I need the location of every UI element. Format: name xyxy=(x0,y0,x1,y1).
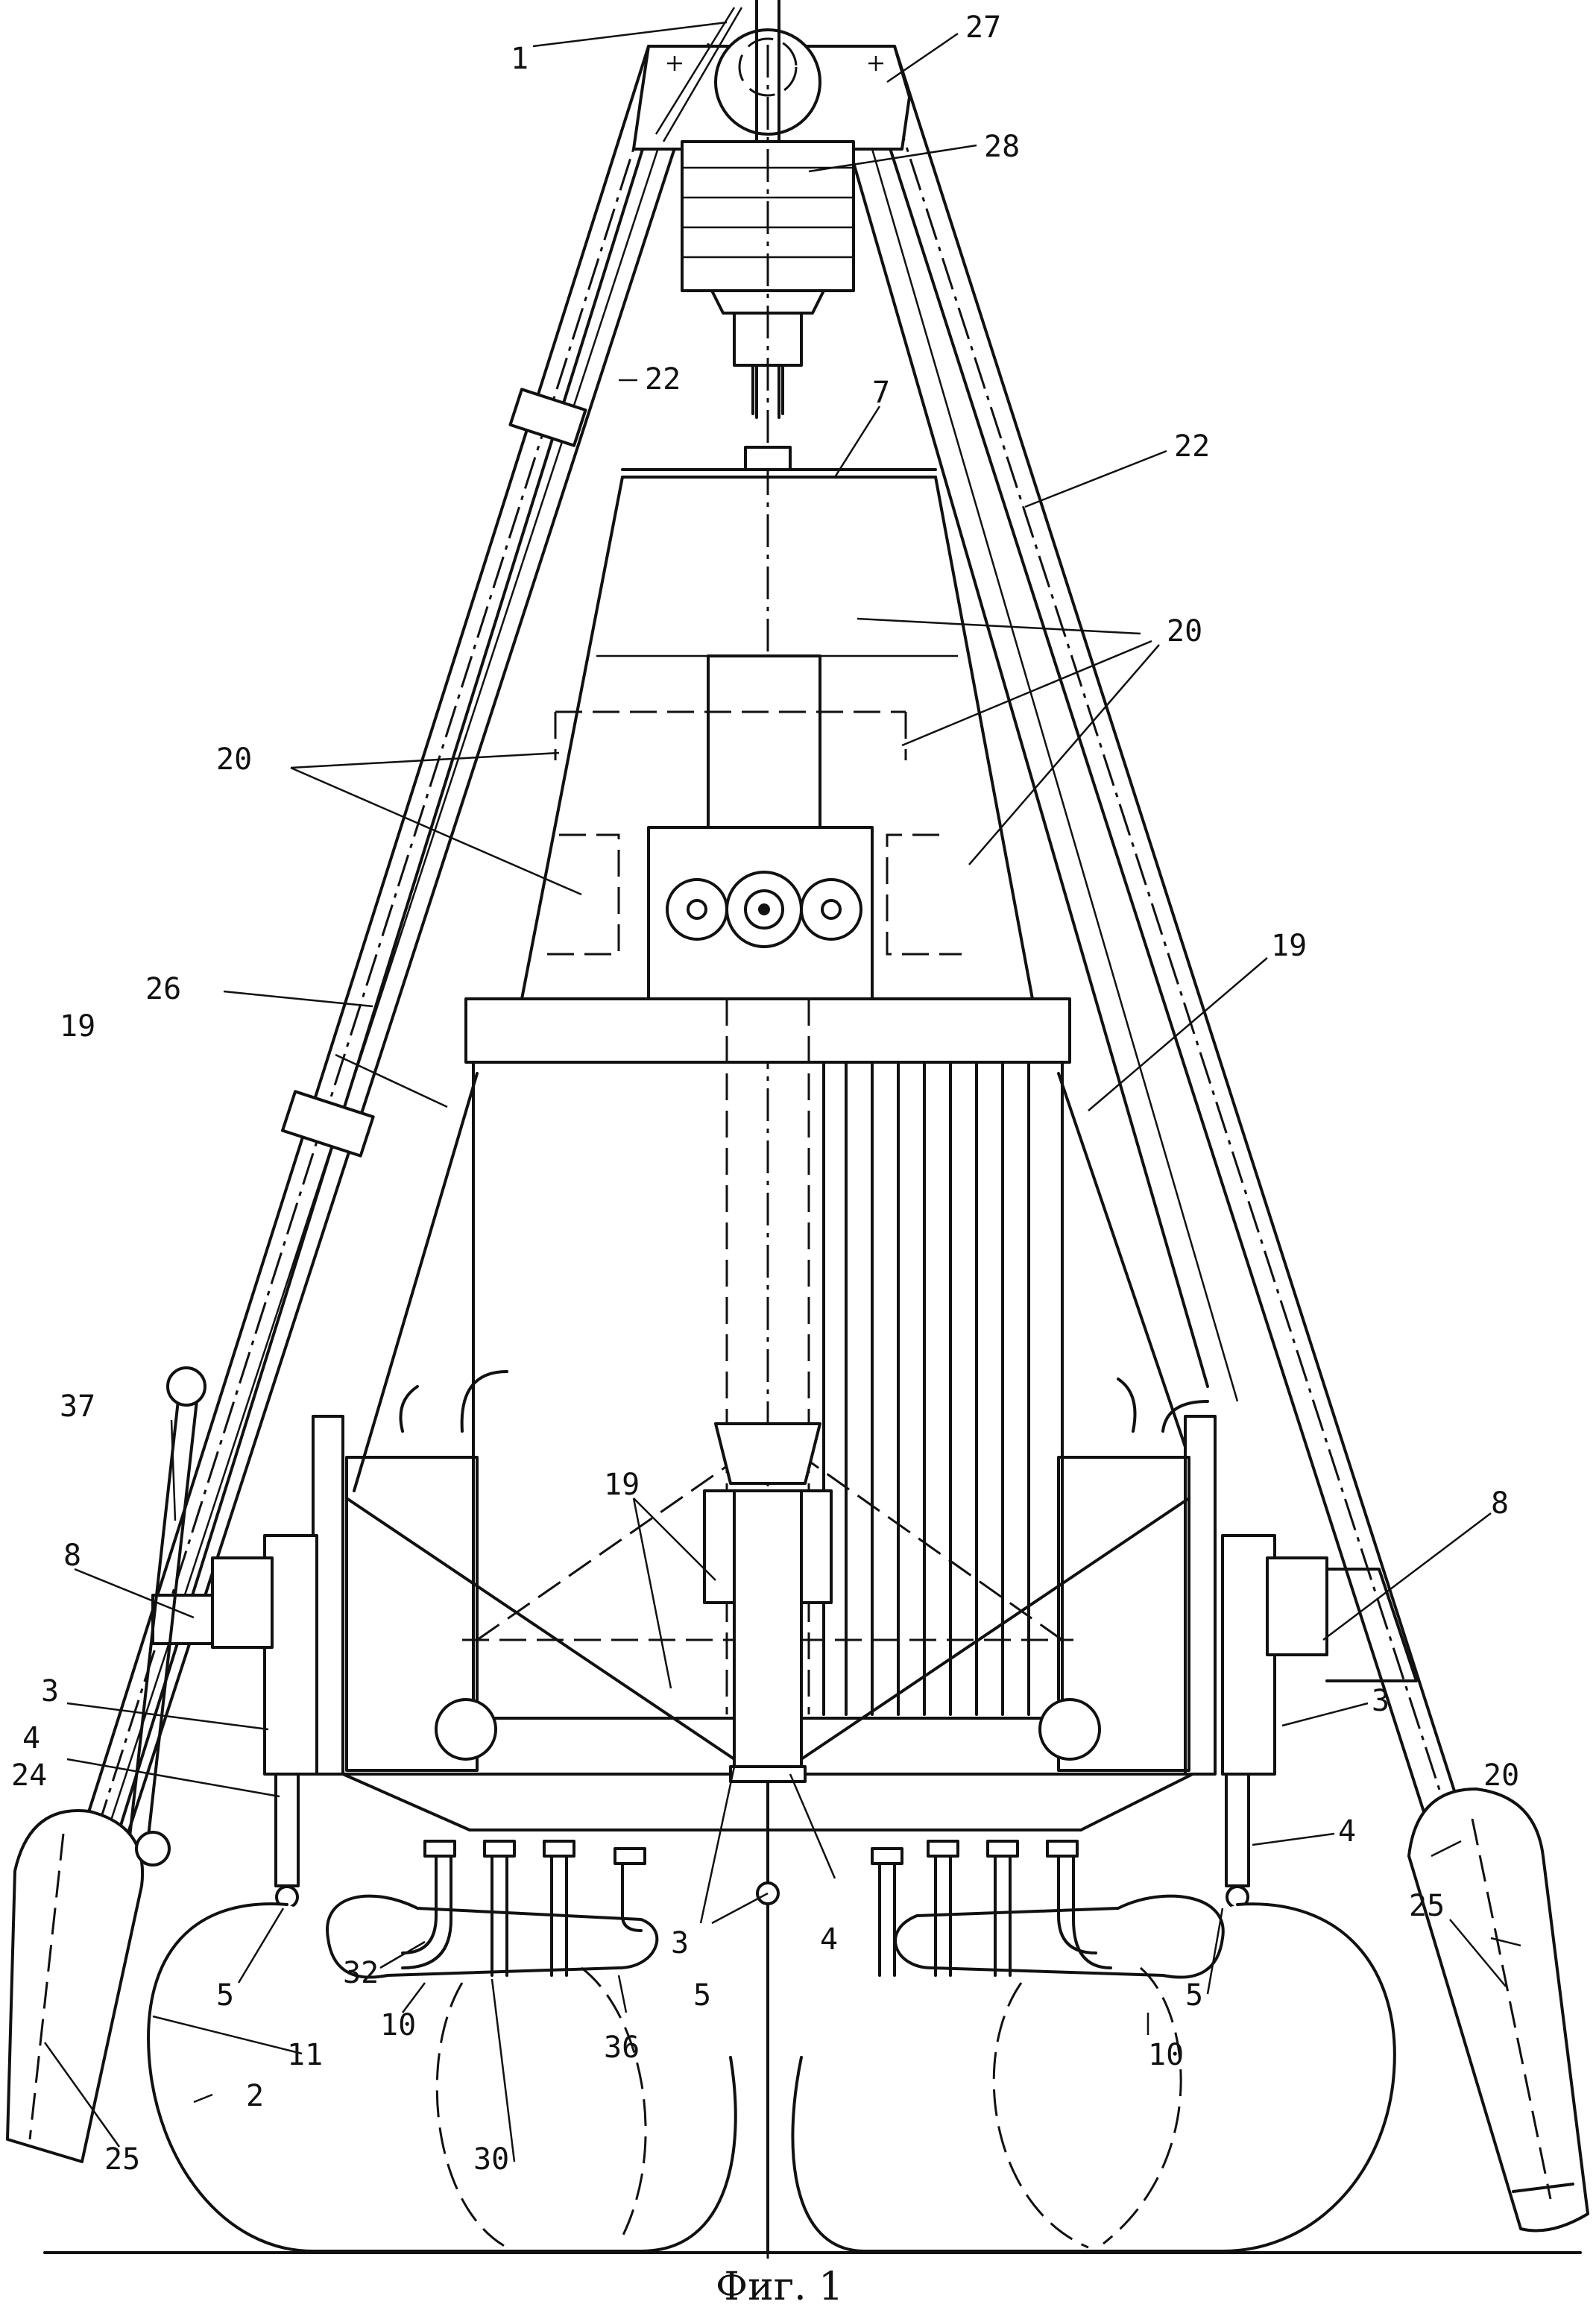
label-4a: 4 xyxy=(22,1721,40,1755)
label-20a: 20 xyxy=(1167,614,1202,649)
left-float-24 xyxy=(7,1811,169,2162)
label-20c: 20 xyxy=(1483,1758,1519,1793)
label-3b: 3 xyxy=(1372,1684,1390,1718)
label-1: 1 xyxy=(511,42,529,76)
clamp-lower xyxy=(283,1091,373,1155)
label-11: 11 xyxy=(287,2038,323,2072)
label-27: 27 xyxy=(965,10,1001,45)
label-19b: 19 xyxy=(60,1009,95,1044)
label-20b: 20 xyxy=(216,742,252,777)
label-22a: 22 xyxy=(645,362,681,397)
figure-caption: Фиг. 1 xyxy=(716,2265,843,2309)
label-5c: 5 xyxy=(1185,1978,1203,2013)
label-19c: 19 xyxy=(604,1468,640,1502)
actuator-right-8 xyxy=(1223,1536,1416,1774)
label-5a: 5 xyxy=(216,1978,234,2013)
label-10b: 10 xyxy=(1148,2038,1184,2072)
label-24: 24 xyxy=(11,1758,47,1793)
clamp-upper xyxy=(510,389,585,445)
label-32: 32 xyxy=(343,1956,379,1990)
label-10a: 10 xyxy=(380,2008,416,2042)
label-26: 26 xyxy=(145,972,181,1006)
support-legs-4 xyxy=(276,1774,1249,1908)
label-3c: 3 xyxy=(671,1926,689,1960)
label-37: 37 xyxy=(60,1389,95,1424)
right-float-20 xyxy=(1409,1789,1588,2231)
label-2: 2 xyxy=(246,2079,264,2113)
label-30: 30 xyxy=(473,2142,509,2177)
label-22b: 22 xyxy=(1174,429,1210,464)
label-25a: 25 xyxy=(1409,1889,1445,1923)
label-4b: 4 xyxy=(1338,1814,1356,1849)
ballast-bag-right-10 xyxy=(792,1896,1394,2251)
label-4c: 4 xyxy=(820,1922,838,1957)
ballast-bag-left-2 xyxy=(148,1896,736,2251)
label-3a: 3 xyxy=(41,1674,59,1708)
label-36: 36 xyxy=(604,2031,640,2065)
label-8b: 8 xyxy=(1491,1486,1509,1521)
label-19a: 19 xyxy=(1271,929,1307,963)
label-8a: 8 xyxy=(63,1539,81,1573)
label-7: 7 xyxy=(872,376,890,410)
label-28: 28 xyxy=(984,130,1020,164)
label-25b: 25 xyxy=(104,2142,140,2177)
label-5b: 5 xyxy=(693,1978,711,2013)
